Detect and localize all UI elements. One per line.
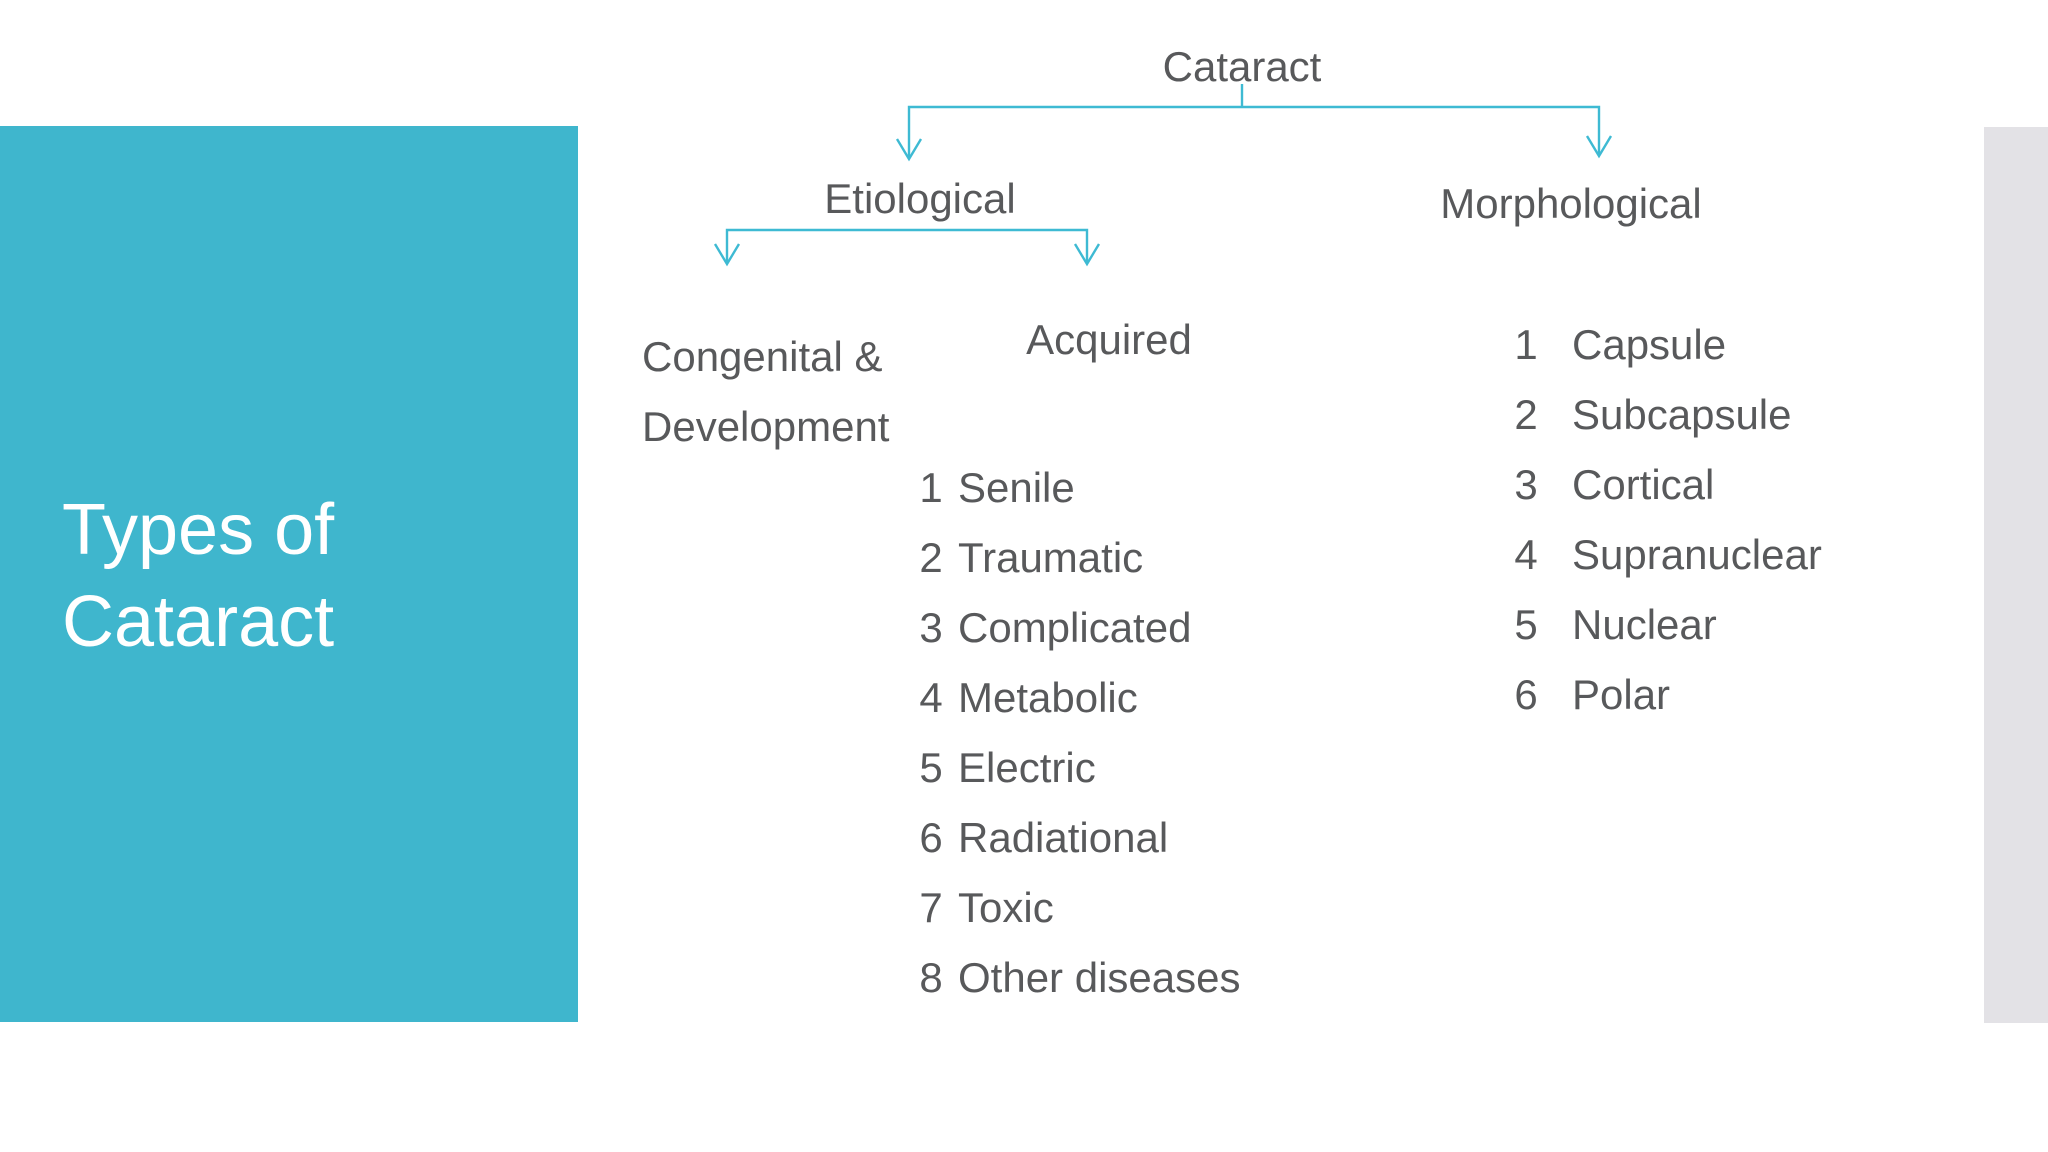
- etiological-bracket: [725, 228, 1089, 263]
- congenital-label-line2: Development: [642, 403, 890, 450]
- arrowhead-to-morphological: [1585, 135, 1613, 159]
- list-item: 3 Complicated: [916, 593, 1240, 663]
- slide-title-line1: Types of: [62, 490, 335, 570]
- list-item: 5 Nuclear: [1508, 590, 1822, 660]
- item-number: 3: [1514, 461, 1538, 508]
- list-item: 8 Other diseases: [916, 943, 1240, 1013]
- item-number: 8: [919, 954, 943, 1001]
- item-label: Senile: [958, 464, 1075, 511]
- list-item: 2 Traumatic: [916, 523, 1240, 593]
- morphological-label: Morphological: [1440, 180, 1702, 227]
- congenital-node: Congenital & Development: [642, 322, 889, 462]
- slide-title: Types of Cataract: [62, 484, 542, 668]
- item-number: 2: [1514, 391, 1538, 438]
- list-item: 6 Radiational: [916, 803, 1240, 873]
- item-number: 5: [1514, 601, 1538, 648]
- item-number: 6: [1514, 671, 1538, 718]
- item-number: 3: [919, 604, 943, 651]
- item-label: Traumatic: [958, 534, 1144, 581]
- slide-title-line2: Cataract: [62, 582, 335, 662]
- item-label: Nuclear: [1572, 601, 1717, 648]
- arrowhead-to-etiological: [895, 138, 923, 162]
- tree-root-node: Cataract: [1092, 45, 1392, 89]
- morphological-branch-node: Morphological: [1421, 182, 1721, 226]
- item-number: 2: [919, 534, 943, 581]
- item-label: Toxic: [958, 884, 1054, 931]
- item-label: Polar: [1572, 671, 1671, 718]
- congenital-label-line1: Congenital &: [642, 333, 883, 380]
- item-label: Capsule: [1572, 321, 1727, 368]
- item-label: Cortical: [1572, 461, 1715, 508]
- list-item: 7 Toxic: [916, 873, 1240, 943]
- list-item: 4 Supranuclear: [1508, 520, 1822, 590]
- item-number: 1: [919, 464, 943, 511]
- acquired-label: Acquired: [1026, 316, 1192, 363]
- item-label: Supranuclear: [1572, 531, 1822, 578]
- tree-root-label: Cataract: [1162, 43, 1322, 90]
- list-item: 2 Subcapsule: [1508, 380, 1822, 450]
- morphological-list: 1 Capsule 2 Subcapsule 3 Cortical 4 Supr…: [1508, 310, 1822, 730]
- item-label: Complicated: [958, 604, 1192, 651]
- item-number: 4: [1514, 531, 1538, 578]
- list-item: 6 Polar: [1508, 660, 1822, 730]
- etiological-branch-node: Etiological: [770, 177, 1070, 221]
- list-item: 3 Cortical: [1508, 450, 1822, 520]
- arrowhead-to-congenital: [713, 243, 741, 267]
- root-bracket: [907, 105, 1601, 158]
- title-accent-panel: [0, 126, 578, 1022]
- item-label: Subcapsule: [1572, 391, 1792, 438]
- item-label: Electric: [958, 744, 1096, 791]
- item-number: 5: [919, 744, 943, 791]
- list-item: 4 Metabolic: [916, 663, 1240, 733]
- item-label: Other diseases: [958, 954, 1241, 1001]
- acquired-list: 1 Senile 2 Traumatic 3 Complicated 4 Met…: [916, 453, 1240, 1013]
- item-number: 7: [919, 884, 943, 931]
- item-number: 1: [1514, 321, 1538, 368]
- acquired-node: Acquired: [959, 318, 1259, 362]
- item-number: 4: [919, 674, 943, 721]
- arrowhead-to-acquired: [1073, 243, 1101, 267]
- right-edge-strip: [1984, 127, 2048, 1023]
- item-number: 6: [919, 814, 943, 861]
- list-item: 5 Electric: [916, 733, 1240, 803]
- etiological-label: Etiological: [824, 175, 1016, 222]
- item-label: Radiational: [958, 814, 1169, 861]
- list-item: 1 Senile: [916, 453, 1240, 523]
- list-item: 1 Capsule: [1508, 310, 1822, 380]
- item-label: Metabolic: [958, 674, 1138, 721]
